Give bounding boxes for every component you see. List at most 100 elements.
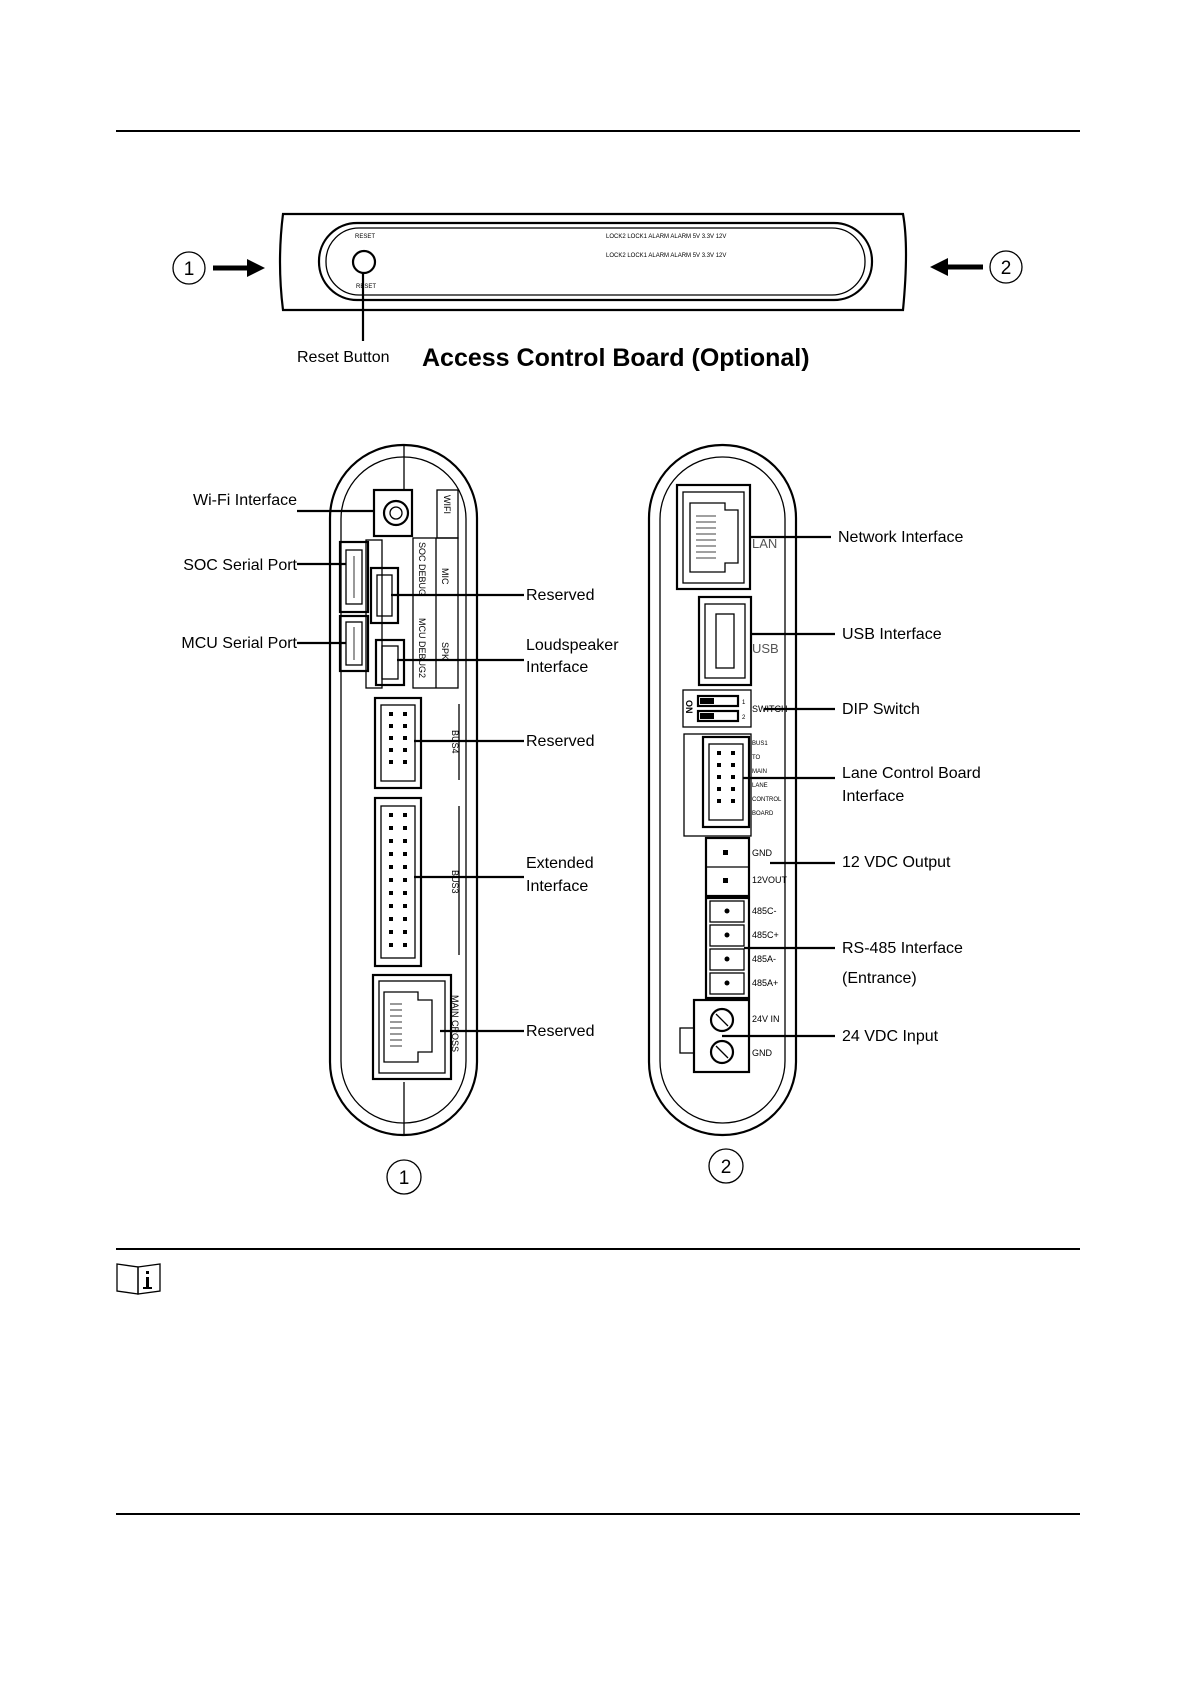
- label-rs485-entrance: (Entrance): [842, 970, 917, 987]
- silk-gnd-1: GND: [752, 848, 773, 858]
- side1-outer-shell: [328, 443, 479, 1137]
- side1-marker-number: 1: [399, 1168, 410, 1189]
- silk-reset-bottom: RESET: [356, 284, 376, 290]
- silk-leds-bottom: LOCK2 LOCK1 ALARM ALARM 5V 3.3V 12V: [606, 253, 726, 259]
- label-reserved-2: Reserved: [526, 733, 594, 750]
- silk-dip-2: 2: [742, 715, 746, 721]
- silk-485a-minus: 485A-: [752, 954, 776, 964]
- rs485-pin-4: [724, 980, 730, 986]
- label-24vdc-input: 24 VDC Input: [842, 1028, 939, 1045]
- silk-485a-plus: 485A+: [752, 978, 778, 988]
- side2-marker-number: 2: [721, 1157, 732, 1178]
- silk-24v-in: 24V IN: [752, 1014, 780, 1024]
- label-network-interface: Network Interface: [838, 529, 963, 546]
- bus3-pins: [389, 813, 407, 947]
- silk-usb: USB: [752, 641, 779, 656]
- bus1-header: [701, 735, 751, 829]
- top-view: RESET RESET LOCK2 LOCK1 ALARM ALARM 5V 3…: [172, 212, 1023, 372]
- rs485-pin-1: [724, 908, 730, 914]
- bus3-header-inner: [380, 805, 416, 959]
- main-cross-port-contacts: [390, 1003, 402, 1047]
- reset-button-label: Reset Button: [297, 349, 390, 366]
- silk-mic: MIC: [440, 568, 450, 585]
- silk-bus3: BUS3: [450, 870, 460, 894]
- dip-switch-area: [682, 689, 752, 728]
- silk-dip-1: 1: [742, 700, 746, 706]
- dc12-output-pin-2: [723, 878, 728, 883]
- reset-button-hole: [351, 249, 377, 275]
- wifi-connector-ring: [382, 499, 410, 527]
- lan-port-contacts: [696, 515, 716, 559]
- dc24-screw-1-slot: [715, 1013, 729, 1027]
- footer-rule: [116, 1513, 1080, 1515]
- silk-main-cross: MAIN CROSS: [450, 995, 460, 1052]
- board-outline: [278, 212, 908, 312]
- note-rule: [116, 1248, 1080, 1250]
- label-usb-interface: USB Interface: [842, 626, 942, 643]
- info-icon-page-left: [116, 1263, 139, 1295]
- dip-switch-2: [696, 709, 740, 723]
- bus3-header: [373, 796, 423, 968]
- wifi-connector-pin: [389, 506, 403, 520]
- info-icon-dot: [146, 1271, 149, 1274]
- silk-mcu-debug2: MCU DEBUG2: [417, 618, 427, 678]
- bus4-header: [373, 696, 423, 790]
- rs485-pin-3: [724, 956, 730, 962]
- dc24-input-screw-2: [709, 1039, 735, 1065]
- main-cross-port: [371, 973, 453, 1081]
- silk-reset-top: RESET: [355, 234, 375, 240]
- label-lane-control-1: Lane Control Board: [842, 765, 981, 782]
- rs485-terminal-cell-2: [709, 924, 745, 947]
- label-reserved-1: Reserved: [526, 587, 594, 604]
- side2-outer-shell: [647, 443, 798, 1137]
- bus4-header-inner: [380, 704, 416, 782]
- lan-port-frame: [682, 491, 745, 584]
- usb-port-tongue: [715, 613, 735, 669]
- silk-to: TO: [752, 755, 761, 761]
- silk-lane: LANE: [752, 783, 768, 789]
- label-reserved-3: Reserved: [526, 1023, 594, 1040]
- side2-inner-shell: [659, 456, 786, 1124]
- speaker-connector-inner: [381, 645, 399, 680]
- mic-connector-inner: [376, 574, 393, 617]
- silk-control: CONTROL: [752, 797, 782, 803]
- marker-right-number: 2: [1001, 258, 1012, 279]
- dc24-screw-2-slot: [715, 1045, 729, 1059]
- silk-main: MAIN: [752, 769, 767, 775]
- side1-inner-shell: [340, 456, 467, 1124]
- rs485-terminal-cell-3: [709, 948, 745, 971]
- main-cross-port-frame: [378, 980, 446, 1074]
- board-inner-frame-2: [325, 227, 866, 296]
- side1-marker-circle: [386, 1159, 422, 1195]
- silk-on: ON: [684, 700, 694, 714]
- label-extended-interface-2: Interface: [526, 878, 588, 895]
- arrow-right-head: [930, 258, 948, 276]
- dc24-input-tab: [679, 1027, 695, 1054]
- label-rs485-interface: RS-485 Interface: [842, 940, 963, 957]
- bus1-pins: [717, 751, 735, 803]
- side-view-2: LAN USB ON 1 2 SWITCH: [647, 443, 981, 1184]
- soc-serial-port: [338, 540, 370, 614]
- header-rule: [116, 130, 1080, 132]
- side-view-1: WIFI SOC DEBUG MIC MCU DEBUG2 SPK: [181, 443, 619, 1195]
- silk-leds-top: LOCK2 LOCK1 ALARM ALARM 5V 3.3V 12V: [606, 234, 726, 240]
- side1-serial-block: [365, 539, 383, 689]
- rs485-pin-2: [724, 932, 730, 938]
- silk-board: BOARD: [752, 811, 774, 817]
- usb-port-inner: [704, 603, 746, 679]
- silk-gnd-2: GND: [752, 1048, 773, 1058]
- label-loudspeaker-interface-1: Loudspeaker: [526, 637, 619, 654]
- silk-lan: LAN: [752, 536, 777, 551]
- marker-right-circle: [989, 250, 1023, 284]
- dc12-output-pin-1: [723, 850, 728, 855]
- side2-marker-circle: [708, 1148, 744, 1184]
- board-inner-frame: [317, 221, 874, 302]
- silk-485c-plus: 485C+: [752, 930, 779, 940]
- wifi-connector-body: [372, 488, 414, 538]
- dc24-input-screw-1: [709, 1007, 735, 1033]
- dip-switch-1: [696, 694, 740, 708]
- label-dip-switch: DIP Switch: [842, 701, 920, 718]
- silk-spk: SPK: [440, 642, 450, 660]
